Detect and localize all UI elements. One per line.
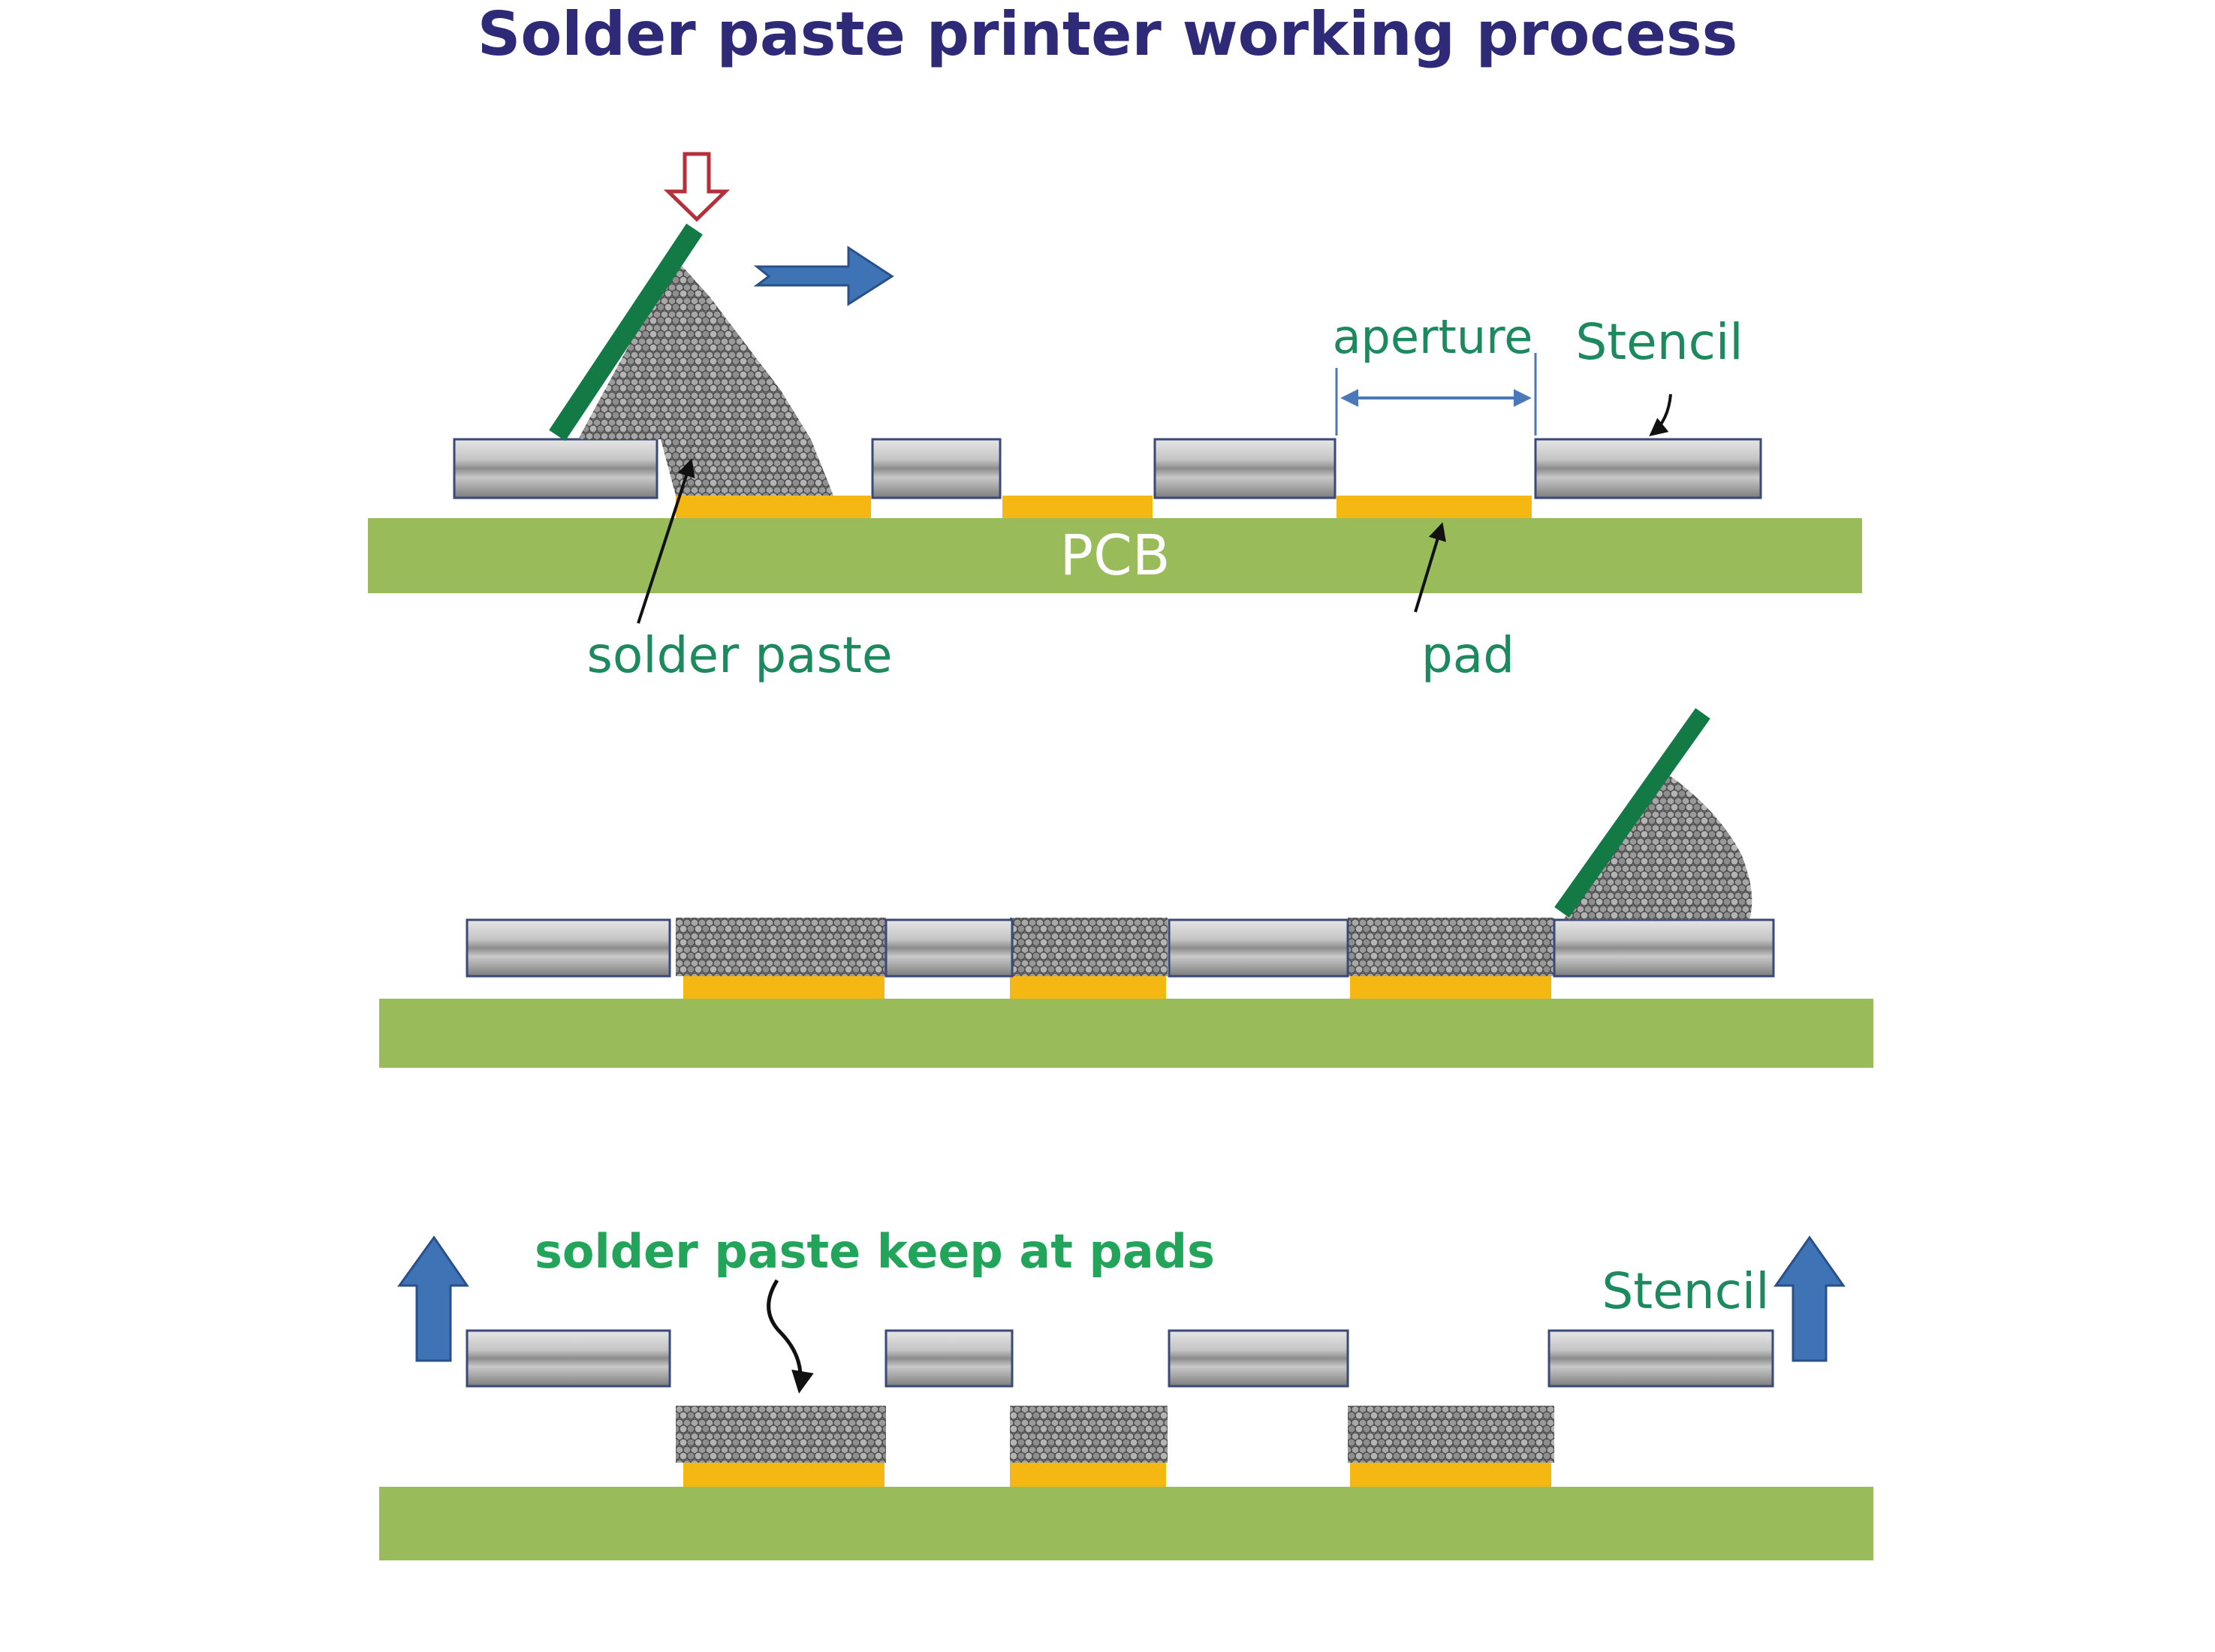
stage-1: PCB aperture Stencil solder paste pad bbox=[368, 152, 1862, 684]
down-arrow-outline-icon bbox=[663, 152, 731, 222]
stage-2 bbox=[379, 708, 1873, 1068]
stencil-segment bbox=[466, 918, 671, 978]
stencil-label: Stencil bbox=[1575, 313, 1743, 371]
solder-paste-deposit bbox=[676, 1406, 886, 1463]
solder-paste-label: solder paste bbox=[587, 626, 893, 684]
stage-3: solder paste keep at pads Stencil bbox=[379, 1224, 1873, 1560]
curly-pointer-arrow bbox=[767, 1279, 814, 1394]
solder-paste-pile bbox=[578, 259, 833, 496]
right-arrow-icon bbox=[753, 246, 894, 306]
stencil-segment bbox=[1534, 438, 1762, 499]
solder-paste-deposit bbox=[1010, 918, 1168, 976]
stencil-label: Stencil bbox=[1602, 1262, 1769, 1320]
pad bbox=[676, 496, 871, 518]
solder-paste-keep-label: solder paste keep at pads bbox=[535, 1224, 1215, 1279]
pad bbox=[1010, 976, 1166, 999]
pad bbox=[1350, 1463, 1551, 1487]
pad bbox=[1002, 496, 1153, 518]
stencil-segment bbox=[1168, 1329, 1349, 1388]
stencil-segment bbox=[1168, 918, 1349, 978]
pad bbox=[683, 1463, 884, 1487]
stencil-pointer-arrow bbox=[1649, 393, 1672, 437]
pad bbox=[683, 976, 884, 999]
solder-paste-pile bbox=[1563, 773, 1752, 920]
pad-pointer-arrow bbox=[1414, 522, 1446, 613]
squeegee-blade bbox=[549, 223, 703, 442]
pad bbox=[1350, 976, 1551, 999]
solder-paste-deposit bbox=[1348, 918, 1554, 976]
stencil-segment bbox=[466, 1329, 671, 1388]
up-arrow-icon bbox=[397, 1235, 469, 1362]
pad bbox=[1010, 1463, 1166, 1487]
stencil-segment bbox=[1547, 1329, 1774, 1388]
pad-label: pad bbox=[1421, 626, 1514, 684]
solder-paste-deposit bbox=[1348, 1406, 1554, 1463]
pad bbox=[1337, 496, 1532, 518]
up-arrow-icon bbox=[1774, 1235, 1846, 1362]
squeegee-blade bbox=[1554, 708, 1710, 918]
stencil-segment bbox=[1153, 438, 1337, 499]
aperture-label: aperture bbox=[1333, 309, 1533, 364]
solder-paste-deposit bbox=[676, 918, 886, 976]
pcb-board bbox=[379, 1487, 1873, 1560]
stencil-segment bbox=[871, 438, 1002, 499]
stencil-segment bbox=[884, 918, 1014, 978]
pcb-board bbox=[368, 518, 1862, 593]
pcb-board bbox=[379, 999, 1873, 1068]
stencil-segment bbox=[1553, 918, 1775, 978]
stencil-segment bbox=[884, 1329, 1014, 1388]
diagram-title: Solder paste printer working process bbox=[477, 0, 1738, 69]
solder-paste-deposit bbox=[1010, 1406, 1168, 1463]
solder-paste-pointer-arrow bbox=[637, 458, 695, 624]
pcb-label: PCB bbox=[1059, 523, 1170, 588]
stencil-segment bbox=[453, 438, 658, 499]
